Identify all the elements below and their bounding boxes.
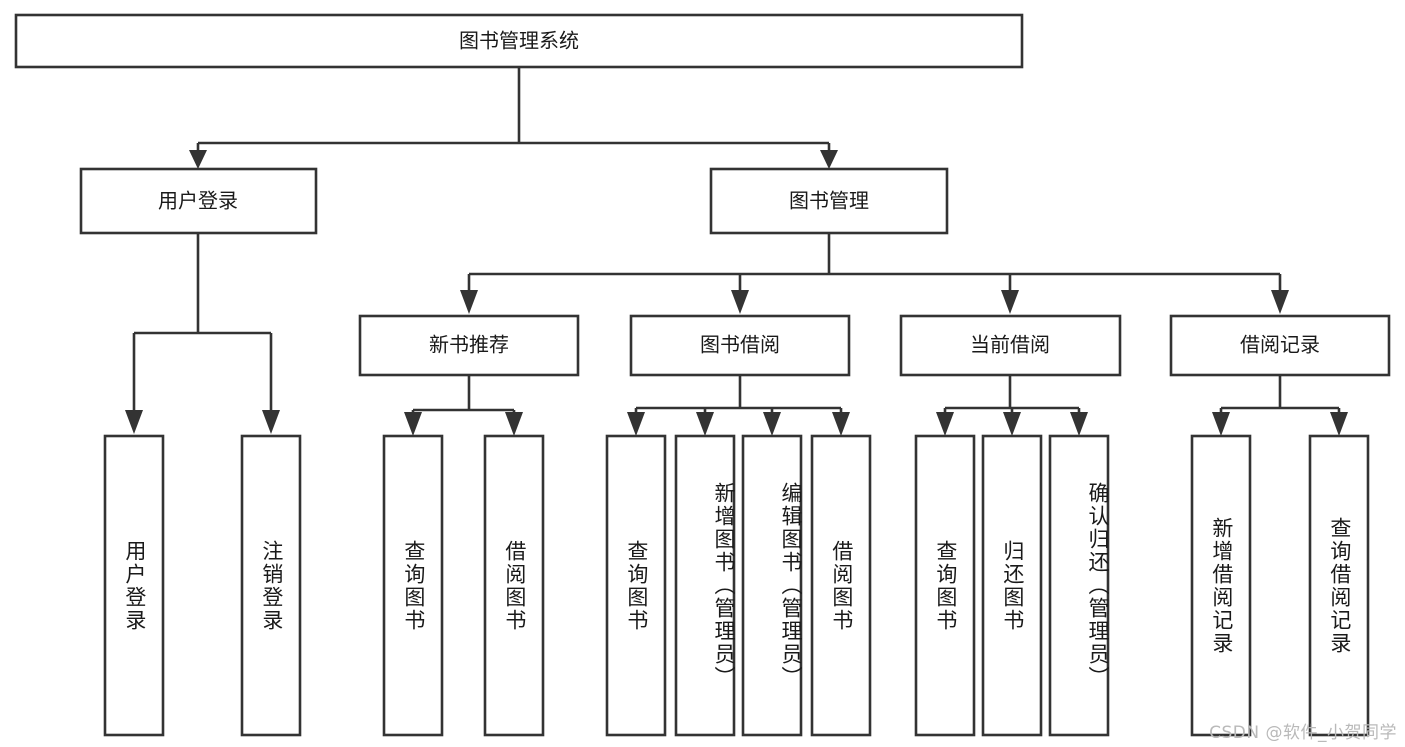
- node-book-manage-box[interactable]: [709, 167, 949, 235]
- node-current-borrow-label: 当前借阅: [970, 333, 1050, 357]
- node-book-manage[interactable]: 图书管理: [709, 167, 949, 235]
- arrow-head-leaf-add-record: [1212, 412, 1230, 436]
- arrow-head-book-borrow: [731, 290, 749, 314]
- arrow-head-leaf-confirm-return: [1070, 412, 1088, 436]
- arrow-head-new-book-recommend: [460, 290, 478, 314]
- leaf-box-confirm-return[interactable]: [1048, 434, 1110, 737]
- leaf-box-query-book-3[interactable]: [914, 434, 976, 737]
- node-borrow-record-label: 借阅记录: [1240, 333, 1320, 357]
- arrow-head-leaf-borrow-book-2: [832, 412, 850, 436]
- node-current-borrow-box[interactable]: [899, 314, 1122, 377]
- arrow-head-leaf-query-book-3: [936, 412, 954, 436]
- leaf-box-logout[interactable]: [240, 434, 302, 737]
- arrow-head-current-borrow: [1001, 290, 1019, 314]
- arrow-head-book-manage: [820, 150, 838, 169]
- csdn-watermark: CSDN @软件_小贺同学: [1209, 723, 1397, 743]
- leaf-box-borrow-book-2[interactable]: [810, 434, 872, 737]
- node-root[interactable]: 图书管理系统: [14, 13, 1024, 69]
- node-new-book-recommend-box[interactable]: [358, 314, 580, 377]
- node-borrow-record-box[interactable]: [1169, 314, 1391, 377]
- leaf-box-query-book-1[interactable]: [382, 434, 444, 737]
- node-current-borrow[interactable]: 当前借阅: [899, 314, 1122, 377]
- node-user-login[interactable]: 用户登录: [79, 167, 318, 235]
- connector-group-root: [189, 67, 838, 169]
- arrow-head-user-login: [189, 150, 207, 169]
- connector-group-user-login: [125, 233, 280, 434]
- node-user-login-label: 用户登录: [158, 189, 238, 213]
- connector-group-new-book-recommend: [404, 375, 523, 436]
- node-user-login-box[interactable]: [79, 167, 318, 235]
- node-root-label: 图书管理系统: [459, 29, 579, 53]
- leaf-box-add-book[interactable]: [674, 434, 736, 737]
- node-root-box[interactable]: [14, 13, 1024, 69]
- leaf-box-user-login[interactable]: [103, 434, 165, 737]
- leaf-box-edit-book[interactable]: [741, 434, 803, 737]
- connector-group-book-borrow: [627, 375, 850, 436]
- connector-group-current-borrow: [936, 375, 1088, 436]
- arrow-head-leaf-user-login: [125, 410, 143, 434]
- node-book-borrow[interactable]: 图书借阅: [629, 314, 851, 377]
- arrow-head-leaf-logout: [262, 410, 280, 434]
- node-new-book-recommend-label: 新书推荐: [429, 333, 509, 357]
- arrow-head-leaf-query-book-2: [627, 412, 645, 436]
- arrow-head-borrow-record: [1271, 290, 1289, 314]
- connector-group-book-manage: [460, 233, 1289, 314]
- node-borrow-record[interactable]: 借阅记录: [1169, 314, 1391, 377]
- arrow-head-leaf-borrow-book-1: [505, 412, 523, 436]
- node-book-borrow-label: 图书借阅: [700, 333, 780, 357]
- arrow-head-leaf-edit-book: [763, 412, 781, 436]
- leaf-box-query-book-2[interactable]: [605, 434, 667, 737]
- node-book-manage-label: 图书管理: [789, 189, 869, 213]
- arrow-head-leaf-add-book: [696, 412, 714, 436]
- arrow-head-leaf-query-record: [1330, 412, 1348, 436]
- leaf-box-add-record[interactable]: [1190, 434, 1252, 737]
- leaf-box-borrow-book-1[interactable]: [483, 434, 545, 737]
- node-book-borrow-box[interactable]: [629, 314, 851, 377]
- node-new-book-recommend[interactable]: 新书推荐: [358, 314, 580, 377]
- leaf-box-return-book[interactable]: [981, 434, 1043, 737]
- arrow-head-leaf-query-book-1: [404, 412, 422, 436]
- arrow-head-leaf-return-book: [1003, 412, 1021, 436]
- leaf-box-query-record[interactable]: [1308, 434, 1370, 737]
- connector-group-borrow-record: [1212, 375, 1348, 436]
